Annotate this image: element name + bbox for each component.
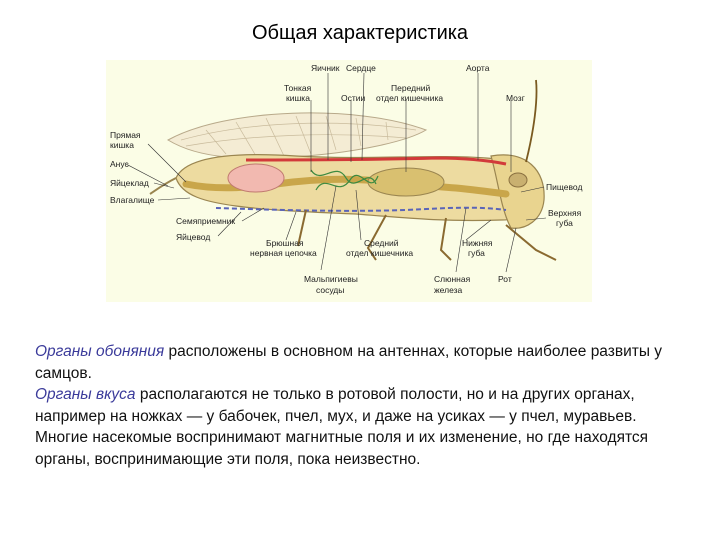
label-upper-lip-2: губа <box>556 218 573 228</box>
paragraph-smell: Органы обоняния расположены в основном н… <box>35 341 695 384</box>
malpighian-tubules <box>310 169 379 191</box>
label-rectum-2: кишка <box>110 140 134 150</box>
label-nerve-cord-2: нервная цепочка <box>250 248 317 258</box>
label-nerve-cord-1: Брюшная <box>266 238 304 248</box>
label-salivary-1: Слюнная <box>434 274 471 284</box>
antenna <box>525 79 538 163</box>
label-foregut-1: Передний <box>391 83 431 93</box>
label-esophagus: Пищевод <box>546 182 582 192</box>
label-vagina: Влагалище <box>110 195 155 205</box>
slide-title: Общая характеристика <box>251 22 469 44</box>
label-lower-lip-2: губа <box>468 248 485 258</box>
crop <box>367 167 445 197</box>
wing-veins <box>180 115 417 157</box>
insect-anatomy-illustration: Яичник Сердце Аорта Тонкая кишка Остии П… <box>110 63 582 295</box>
label-malpighian-2: сосуды <box>316 285 344 295</box>
paragraph-taste: Органы вкуса располагаются не только в р… <box>35 384 695 427</box>
label-seminal-receptacle: Семяприемник <box>176 216 235 226</box>
nerve-cord <box>215 206 507 212</box>
text-taste: располагаются не только в ротовой полост… <box>35 386 637 425</box>
heart-vessel <box>245 156 507 166</box>
label-small-intestine-1: Тонкая <box>284 83 312 93</box>
label-ostia: Остии <box>341 93 366 103</box>
label-aorta: Аорта <box>466 63 490 73</box>
label-lower-lip-1: Нижняя <box>462 238 493 248</box>
label-brain: Мозг <box>506 93 525 103</box>
text-smell: расположены в основном на антеннах, кото… <box>35 343 663 382</box>
label-mouth: Рот <box>498 274 512 284</box>
term-taste-organs: Органы вкуса <box>35 386 136 403</box>
label-small-intestine-2: кишка <box>286 93 310 103</box>
brain <box>508 172 528 188</box>
legs <box>297 209 557 261</box>
label-anus: Анус <box>110 159 130 169</box>
ovipositor-shape <box>149 177 177 195</box>
label-malpighian-1: Мальпигиевы <box>304 274 358 284</box>
label-heart: Сердце <box>346 63 376 73</box>
label-foregut-2: отдел кишечника <box>376 93 443 103</box>
label-rectum-1: Прямая <box>110 130 141 140</box>
term-smell-organs: Органы обоняния <box>35 343 165 360</box>
label-salivary-2: железа <box>434 285 463 295</box>
label-midgut-1: Средний <box>364 238 399 248</box>
label-midgut-2: отдел кишечника <box>346 248 413 258</box>
label-ovary: Яичник <box>311 63 340 73</box>
insect-anatomy-figure: Яичник Сердце Аорта Тонкая кишка Остии П… <box>106 60 592 302</box>
label-oviduct: Яйцевод <box>176 232 210 242</box>
paragraph-magnetic: Многие насекомые воспринимают магнитные … <box>35 429 649 468</box>
label-upper-lip-1: Верхняя <box>548 208 582 218</box>
leader-lines <box>125 72 547 273</box>
ovary-mass <box>227 163 285 193</box>
body-text: Органы обоняния расположены в основном н… <box>35 341 695 470</box>
label-ovipositor: Яйцеклад <box>110 178 149 188</box>
